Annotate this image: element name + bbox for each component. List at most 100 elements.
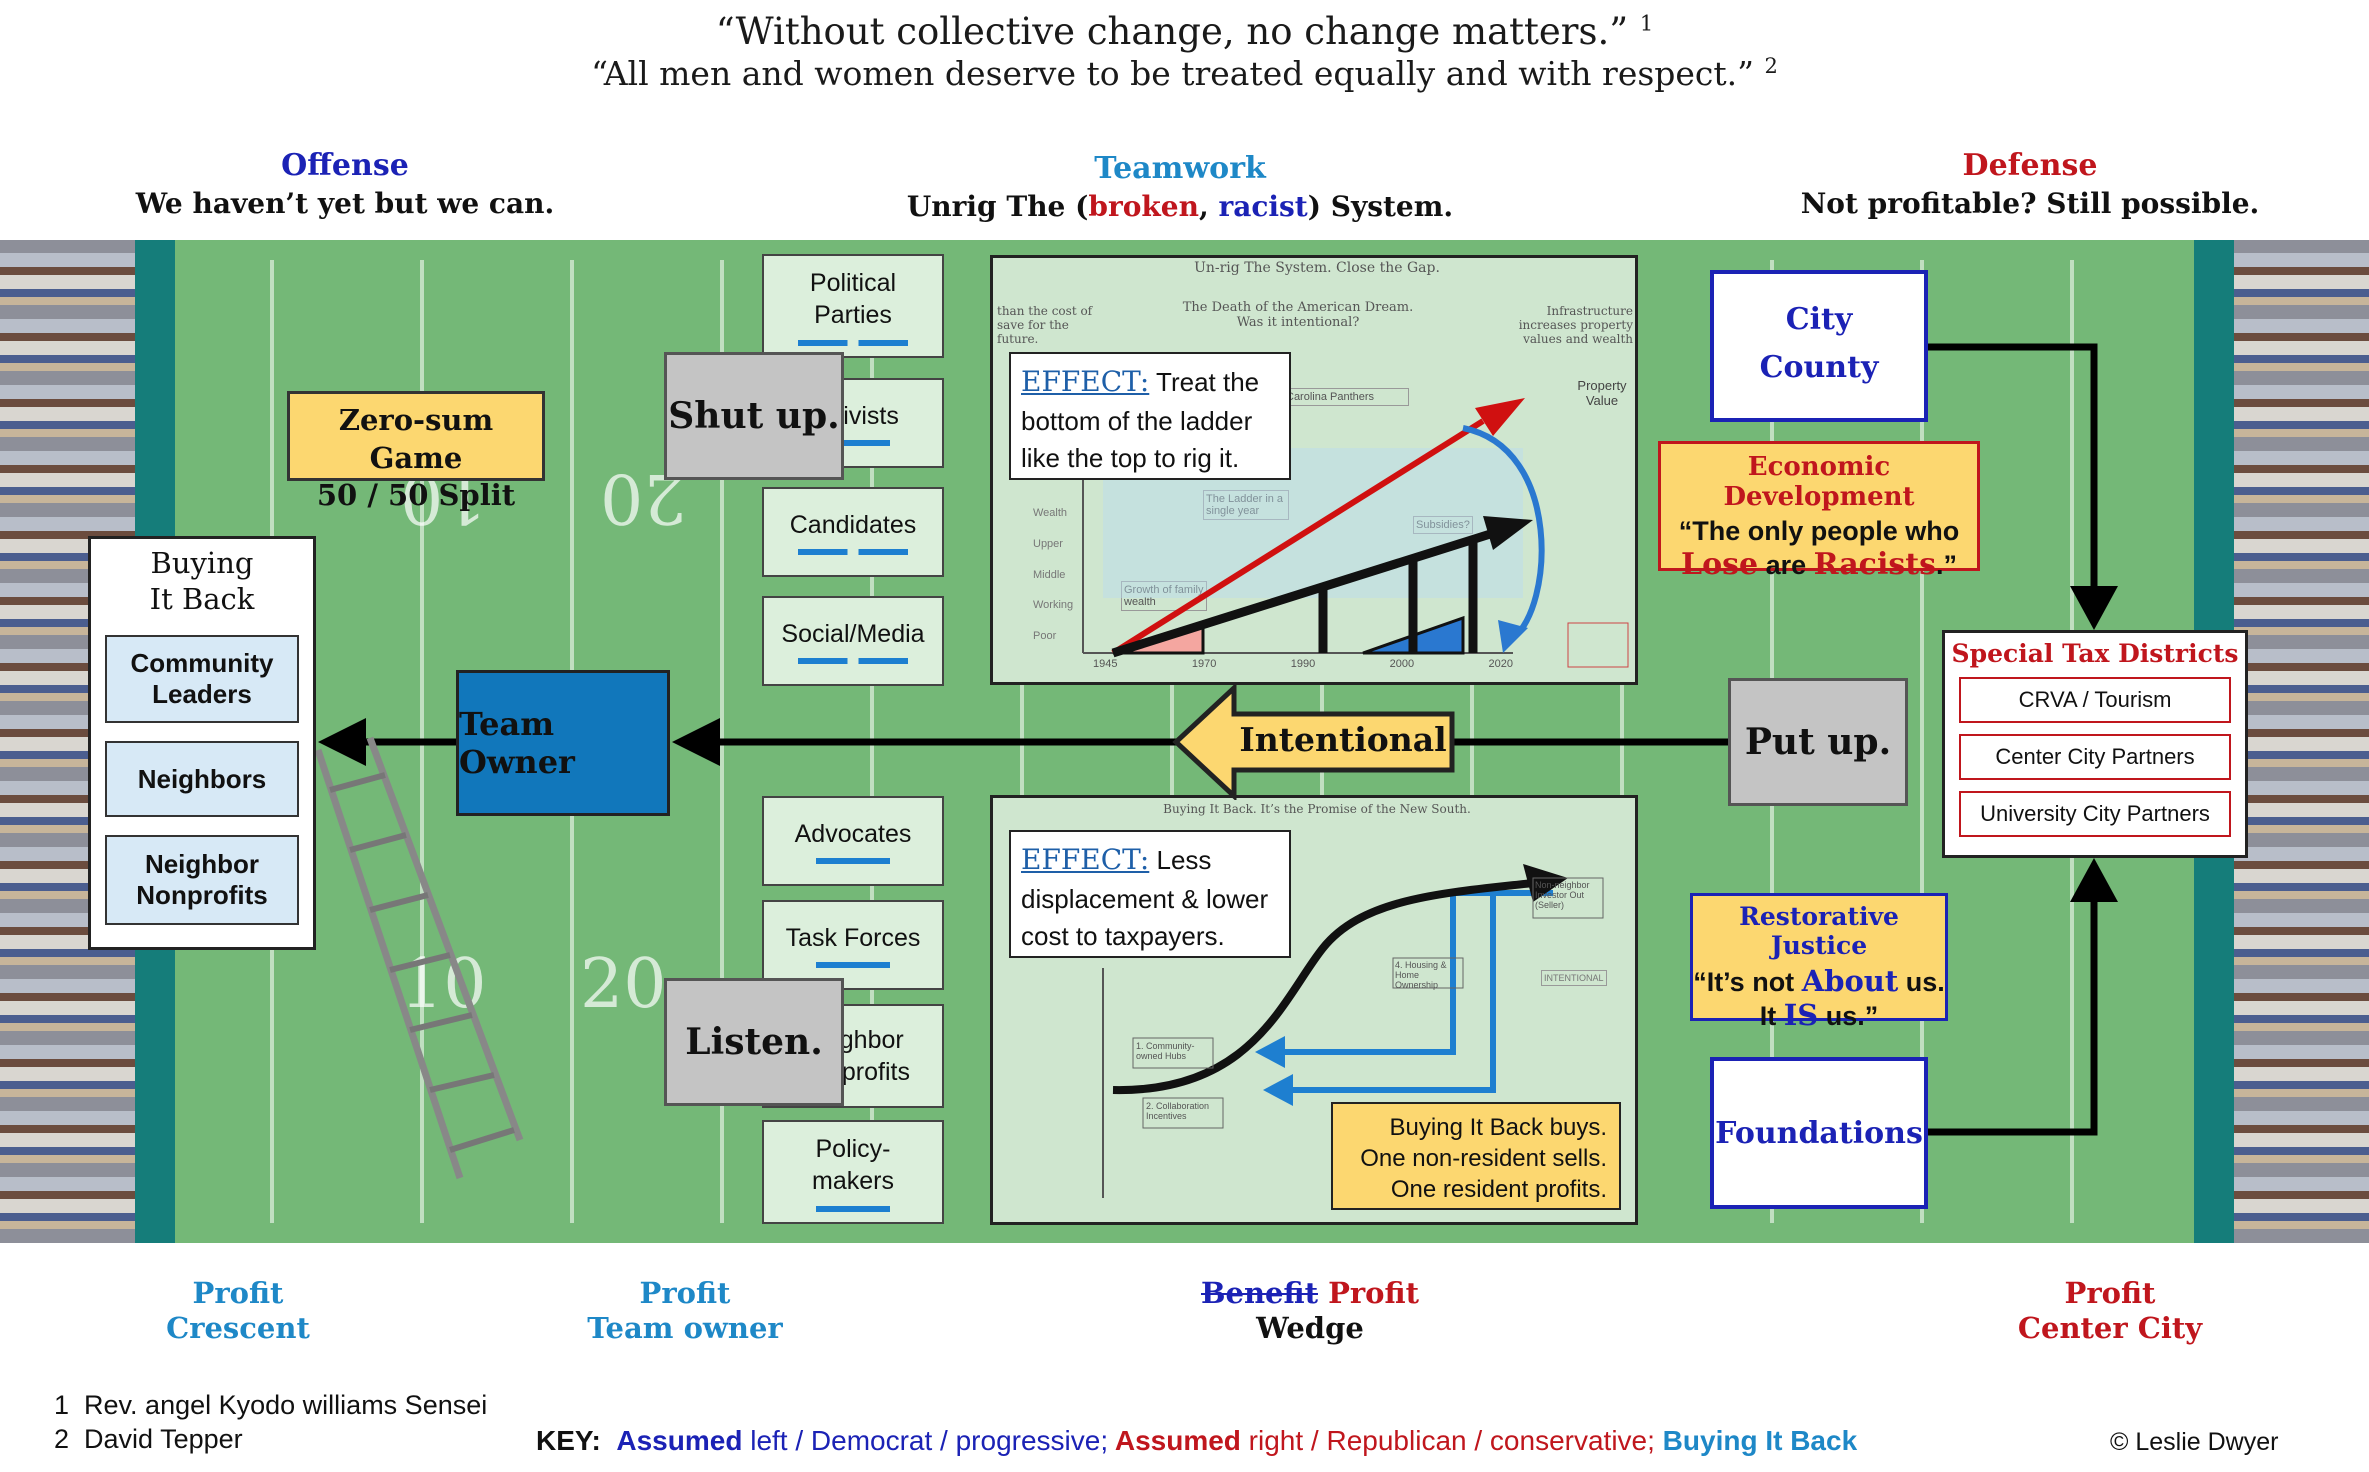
black-arrowhead bbox=[1483, 516, 1533, 550]
crescent-word: Crescent bbox=[166, 1310, 310, 1345]
profit-word: Profit bbox=[192, 1276, 284, 1310]
center-city-partners-item[interactable]: Center City Partners bbox=[1959, 734, 2231, 780]
shut-up-box[interactable]: Shut up. bbox=[664, 352, 844, 480]
listen-box[interactable]: Listen. bbox=[664, 978, 844, 1106]
q3: It bbox=[1759, 1001, 1784, 1031]
item-line1: Neighbors bbox=[137, 763, 267, 794]
foundations-connector bbox=[1925, 900, 2098, 1136]
econ-dev-quote-line2: Lose are Racists.” bbox=[1661, 547, 1977, 582]
blue-curve-arrowhead bbox=[1498, 620, 1528, 653]
dash-marker bbox=[798, 658, 908, 665]
candidates-box[interactable]: Candidates bbox=[762, 487, 944, 577]
teamwork-subtitle: Unrig The (broken, racist) System. bbox=[850, 190, 1510, 223]
wealth-axis-labels: Wealth Upper Middle Working Poor bbox=[1033, 498, 1073, 652]
year-label: 1990 bbox=[1290, 658, 1316, 670]
quote-collective-change: “Without collective change, no change ma… bbox=[0, 10, 2369, 53]
wealth-label: Middle bbox=[1033, 568, 1066, 581]
city-county-connector bbox=[1925, 343, 2098, 590]
wealth-label: Poor bbox=[1033, 630, 1057, 643]
political-parties-box[interactable]: Political Parties bbox=[762, 254, 944, 358]
advocates-box[interactable]: Advocates bbox=[762, 796, 944, 886]
restorative-title: Restorative Justice bbox=[1739, 902, 1899, 960]
intentional-label: Intentional bbox=[1239, 720, 1447, 759]
year-label: 1970 bbox=[1191, 658, 1217, 670]
social-media-box[interactable]: Social/Media bbox=[762, 596, 944, 686]
q1: “It’s not bbox=[1693, 967, 1802, 997]
quote-2-ref: 2 bbox=[1764, 54, 1778, 78]
blue-curve bbox=[1462, 425, 1545, 641]
year-label: 2020 bbox=[1488, 658, 1513, 670]
defense-subtitle: Not profitable? Still possible. bbox=[1800, 187, 2260, 220]
teamwork-sub-broken: broken bbox=[1088, 190, 1199, 223]
profit-word: Profit bbox=[639, 1276, 731, 1310]
buying-it-back-title-line1: Buying bbox=[150, 546, 254, 580]
callout-line2: One non-resident sells. bbox=[1360, 1145, 1607, 1173]
blue-arrowhead-upper bbox=[1255, 1036, 1285, 1068]
buying-it-back-title-line2: It Back bbox=[149, 582, 255, 617]
defense-title: Defense bbox=[1962, 148, 2098, 183]
col2-line2: Was it intentional? bbox=[1236, 315, 1360, 330]
crva-tourism-item[interactable]: CRVA / Tourism bbox=[1959, 677, 2231, 723]
restorative-quote-line2: It IS us.” bbox=[1693, 998, 1945, 1032]
foundations-box[interactable]: Foundations bbox=[1710, 1057, 1928, 1209]
footnote-text: David Tepper bbox=[84, 1424, 243, 1454]
university-city-partners-item[interactable]: University City Partners bbox=[1959, 791, 2231, 837]
footnote-text: Rev. angel Kyodo williams Sensei bbox=[84, 1390, 488, 1420]
q2: us. bbox=[1898, 967, 1945, 997]
teamwork-header: Teamwork Unrig The (broken, racist) Syst… bbox=[850, 151, 1510, 223]
ladder-single-year-label: The Ladder in a single year bbox=[1203, 490, 1289, 520]
center-city-word: Center City bbox=[2017, 1310, 2203, 1345]
about-word: About bbox=[1801, 964, 1899, 998]
economic-development-box: Economic Development “The only people wh… bbox=[1658, 441, 1980, 582]
community-hubs-label: 1. Community-owned Hubs bbox=[1136, 1041, 1195, 1061]
blue-arrowhead-lower bbox=[1263, 1074, 1293, 1106]
offense-header: Offense We haven’t yet but we can. bbox=[90, 148, 600, 220]
wedge-word: Wedge bbox=[1256, 1310, 1364, 1345]
key-label: KEY: bbox=[536, 1425, 601, 1456]
housing-label: 4. Housing & Home Ownership bbox=[1395, 960, 1447, 990]
box-line2: Parties bbox=[814, 301, 892, 329]
key-right-rest: right / Republican / conservative; bbox=[1240, 1425, 1655, 1456]
quote-1-text: “Without collective change, no change ma… bbox=[715, 10, 1629, 53]
ladder-graphic bbox=[314, 736, 524, 1180]
intentional-arrow[interactable]: Intentional bbox=[1172, 684, 1457, 800]
restorative-quote-line1: “It’s not About us. bbox=[1693, 964, 1945, 998]
city-label: City bbox=[1785, 302, 1853, 337]
neighbors-item[interactable]: Neighbors bbox=[105, 741, 299, 817]
team-owner-box[interactable]: Team Owner bbox=[456, 670, 670, 816]
redlined-box bbox=[1567, 622, 1629, 668]
lower-panel-header: Buying It Back. It’s the Promise of the … bbox=[1163, 802, 1471, 816]
black-s-curve bbox=[1112, 879, 1534, 1095]
box-line2: makers bbox=[812, 1167, 894, 1195]
lose-word: Lose bbox=[1680, 547, 1759, 582]
zero-sum-line1: Zero-sum Game bbox=[338, 403, 494, 475]
dash-marker bbox=[816, 440, 890, 447]
neighbor-nonprofits-item[interactable]: Neighbor Nonprofits bbox=[105, 835, 299, 925]
task-forces-box[interactable]: Task Forces bbox=[762, 900, 944, 990]
zero-sum-line2: 50 / 50 Split bbox=[316, 478, 516, 513]
col2-line1: The Death of the American Dream. bbox=[1182, 300, 1414, 315]
year-label: 2000 bbox=[1389, 658, 1415, 670]
box-line1: Task Forces bbox=[785, 923, 921, 952]
box-line1: Political bbox=[809, 268, 897, 297]
box-line1: Policy- bbox=[815, 1134, 891, 1163]
upper-ladder-panel: Un-rig The System. Close the Gap. than t… bbox=[990, 255, 1638, 685]
put-up-box[interactable]: Put up. bbox=[1728, 678, 1908, 806]
effect-label: EFFECT: bbox=[1021, 365, 1150, 398]
community-leaders-item[interactable]: Community Leaders bbox=[105, 635, 299, 723]
zero-sum-game-box: Zero-sum Game 50 / 50 Split bbox=[287, 391, 545, 512]
crowd-right bbox=[2234, 240, 2369, 1243]
team-owner-word: Team owner bbox=[587, 1310, 783, 1345]
city-county-box[interactable]: City County bbox=[1710, 270, 1928, 422]
key-right-bold: Assumed bbox=[1108, 1425, 1241, 1456]
footnote-num: 1 bbox=[54, 1390, 70, 1420]
wealth-label: Wealth bbox=[1033, 507, 1068, 519]
footnote-2: 2 David Tepper bbox=[54, 1424, 243, 1455]
dash-marker bbox=[798, 549, 908, 556]
arrow-to-tax-districts-bottom bbox=[2070, 858, 2118, 902]
property-value-label: Property Value bbox=[1577, 378, 1627, 408]
policymakers-box[interactable]: Policy- makers bbox=[762, 1120, 944, 1224]
profit-team-owner-label: Profit Team owner bbox=[540, 1276, 830, 1346]
item-line1: Community bbox=[130, 648, 274, 678]
